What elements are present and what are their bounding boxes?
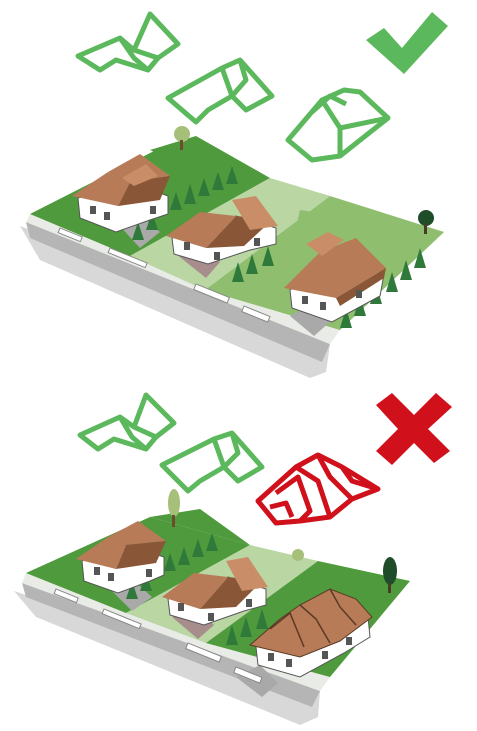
unacceptable-roofline-panel: [0, 385, 477, 731]
check-icon: [366, 12, 448, 74]
l-shaped-hip-roof-icon: [168, 60, 272, 122]
acceptable-neighborhood-illustration: [0, 0, 477, 380]
unacceptable-neighborhood-illustration: [0, 385, 477, 731]
l-shaped-hip-roof-icon: [162, 433, 262, 491]
gable-intersecting-roof-icon: [80, 395, 174, 449]
cross-icon: [376, 393, 452, 465]
hip-roof-with-dormer-icon: [288, 90, 388, 160]
complex-multi-gable-roof-icon: [258, 455, 378, 523]
acceptable-roofline-panel: [0, 0, 477, 380]
gable-intersecting-roof-icon: [78, 14, 178, 70]
